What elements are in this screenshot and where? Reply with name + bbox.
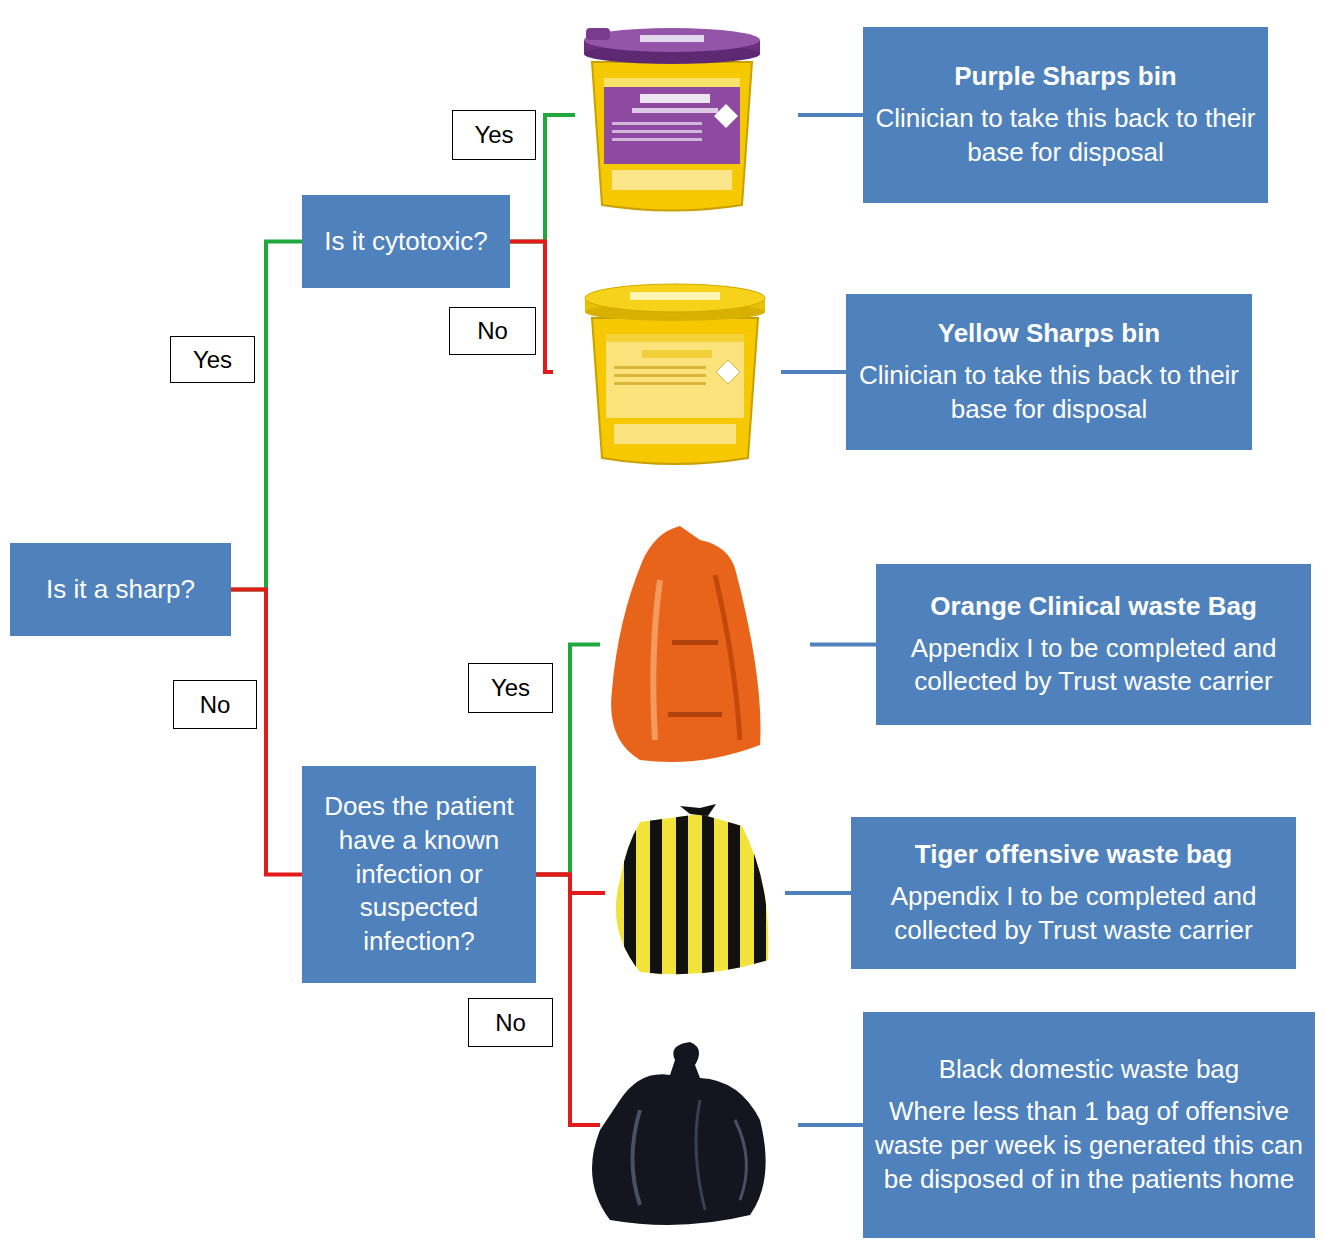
bin-label — [604, 78, 740, 164]
bin-label-line — [640, 94, 710, 103]
flow-connector — [536, 875, 851, 894]
bin-lid — [584, 28, 760, 52]
box-heading: Purple Sharps bin — [954, 60, 1177, 94]
box-body: Appendix I to be completed and collected… — [861, 880, 1286, 948]
box-heading: Orange Clinical waste Bag — [930, 590, 1257, 624]
bag-stripe — [676, 805, 688, 985]
outcome-line — [785, 891, 851, 895]
bin-label-line — [642, 350, 712, 358]
flow-connector — [536, 875, 863, 1126]
outcome-box: Purple Sharps binClinician to take this … — [863, 27, 1268, 203]
bin-label-line — [612, 130, 702, 133]
black-domestic-bag — [592, 1042, 766, 1225]
branch-label: No — [449, 307, 536, 355]
hazard-diamond — [714, 104, 738, 128]
bin-label-line — [614, 366, 706, 369]
outcome-box: Yellow Sharps binClinician to take this … — [846, 294, 1252, 450]
hazard-diamond — [716, 360, 740, 384]
flow-connector — [231, 242, 302, 590]
bin-write-area — [614, 424, 736, 444]
yellow-sharps-bin — [585, 284, 765, 464]
bag-stripe — [702, 805, 714, 985]
bag-body — [592, 1042, 766, 1225]
bin-lid — [585, 284, 765, 312]
bag-body — [611, 526, 760, 762]
bag-highlight — [653, 580, 660, 740]
outcome-box: Black domestic waste bagWhere less than … — [863, 1012, 1315, 1238]
tiger-offensive-bag — [600, 804, 780, 985]
bin-body — [592, 318, 758, 464]
box-body: Appendix I to be completed and collected… — [886, 632, 1301, 700]
outcome-line — [798, 1123, 863, 1127]
box-text: Does the patient have a known infection … — [312, 790, 526, 959]
outcome-line — [781, 370, 846, 374]
box-text: Is it cytotoxic? — [324, 225, 487, 259]
outcome-box: Orange Clinical waste BagAppendix I to b… — [876, 564, 1311, 725]
branch-label: Yes — [468, 663, 553, 713]
branch-line — [231, 590, 302, 875]
bin-label-line — [612, 138, 702, 141]
bin-write-area — [612, 170, 732, 190]
decision-box: Is it cytotoxic? — [302, 195, 510, 288]
flow-connector — [231, 590, 302, 875]
bag-body — [600, 805, 780, 985]
bag-stripe — [650, 805, 662, 985]
bag-print — [672, 640, 718, 645]
box-body: Clinician to take this back to their bas… — [873, 102, 1258, 170]
bin-label-band — [606, 334, 744, 342]
bag-stripe — [624, 805, 636, 985]
bin-body — [592, 62, 752, 211]
bin-label-line — [614, 374, 706, 377]
bag-print — [668, 712, 722, 717]
branch-label: No — [173, 680, 257, 729]
decision-box: Does the patient have a known infection … — [302, 766, 536, 983]
outcome-line — [798, 113, 863, 117]
branch-label: Yes — [452, 110, 536, 160]
branch-label: Yes — [170, 336, 255, 383]
bag-highlight — [633, 1110, 641, 1205]
purple-sharps-bin — [584, 28, 760, 211]
flow-connector — [510, 242, 846, 373]
outcome-line — [810, 643, 876, 647]
box-heading: Yellow Sharps bin — [938, 317, 1161, 351]
bin-label — [606, 334, 744, 418]
bag-highlight — [735, 1120, 746, 1200]
bin-slot — [630, 292, 720, 300]
box-text: Is it a sharp? — [46, 573, 195, 607]
bin-label-line — [612, 122, 702, 125]
orange-clinical-bag — [611, 526, 760, 762]
bin-label-line — [632, 108, 718, 113]
box-body: Where less than 1 bag of offensive waste… — [873, 1095, 1305, 1196]
bag-highlight — [696, 1100, 705, 1210]
bag-ground — [600, 805, 780, 985]
branch-label: No — [468, 998, 553, 1047]
bin-label-band — [604, 78, 740, 87]
box-heading: Black domestic waste bag — [939, 1053, 1240, 1087]
bag-stripe — [728, 805, 740, 985]
bag-knot — [680, 804, 716, 816]
flow-connector — [536, 645, 876, 875]
box-body: Clinician to take this back to their bas… — [856, 359, 1242, 427]
flow-connector — [510, 115, 863, 242]
bag-stripe — [754, 805, 766, 985]
branch-line — [231, 242, 302, 590]
bin-slot — [640, 35, 704, 42]
decision-box: Is it a sharp? — [10, 543, 231, 636]
bin-lid-tab — [586, 28, 610, 40]
box-heading: Tiger offensive waste bag — [915, 838, 1232, 872]
outcome-box: Tiger offensive waste bagAppendix I to b… — [851, 817, 1296, 969]
bin-label-line — [614, 382, 706, 385]
